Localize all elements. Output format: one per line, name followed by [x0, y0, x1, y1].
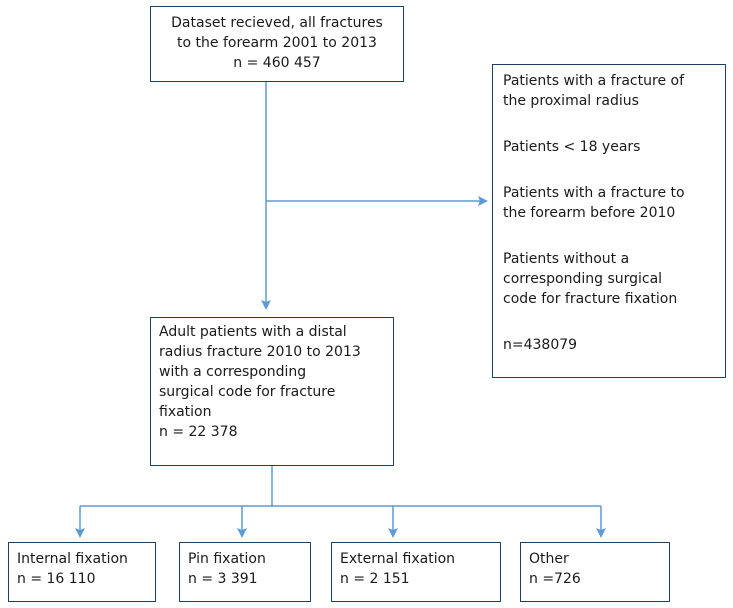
outcome-label: External fixation [340, 551, 456, 567]
outcome-box-pin-fixation: Pin fixation n = 3 391 [179, 542, 311, 602]
included-line-5: fixation [159, 404, 212, 420]
outcome-label: Other [529, 551, 569, 567]
exclusion-item-1-line-1: Patients with a fracture of [503, 73, 685, 89]
included-line-3: with a corresponding [159, 364, 307, 380]
exclusion-item-1-line-2: the proximal radius [503, 93, 639, 109]
outcome-count: n = 3 391 [188, 571, 258, 587]
outcome-count: n = 16 110 [17, 571, 96, 587]
dataset-count: n = 460 457 [233, 55, 321, 71]
included-line-4: surgical code for fracture [159, 384, 336, 400]
included-line-2: radius fracture 2010 to 2013 [159, 344, 361, 360]
exclusion-count: n=438079 [503, 337, 578, 353]
outcome-box-other: Other n =726 [520, 542, 670, 602]
exclusion-item-3-line-1: Patients with a fracture to [503, 185, 685, 201]
exclusion-item-3-line-2: the forearm before 2010 [503, 205, 676, 221]
outcome-count: n =726 [529, 571, 581, 587]
included-line-1: Adult patients with a distal [159, 324, 347, 340]
dataset-line-2: to the forearm 2001 to 2013 [177, 35, 377, 51]
outcome-label: Pin fixation [188, 551, 266, 567]
included-patients-box: Adult patients with a distal radius frac… [150, 317, 394, 466]
dataset-received-box: Dataset recieved, all fractures to the f… [150, 6, 404, 82]
exclusion-item-4-line-2: corresponding surgical [503, 271, 663, 287]
exclusion-item-4-line-3: code for fracture fixation [503, 291, 678, 307]
outcome-count: n = 2 151 [340, 571, 410, 587]
dataset-line-1: Dataset recieved, all fractures [171, 15, 383, 31]
outcome-box-external-fixation: External fixation n = 2 151 [331, 542, 501, 602]
exclusion-item-2: Patients < 18 years [503, 139, 641, 155]
exclusion-criteria-box: Patients with a fracture of the proximal… [492, 64, 726, 378]
outcome-label: Internal fixation [17, 551, 128, 567]
included-count: n = 22 378 [159, 424, 238, 440]
exclusion-item-4-line-1: Patients without a [503, 251, 630, 267]
outcome-box-internal-fixation: Internal fixation n = 16 110 [8, 542, 156, 602]
